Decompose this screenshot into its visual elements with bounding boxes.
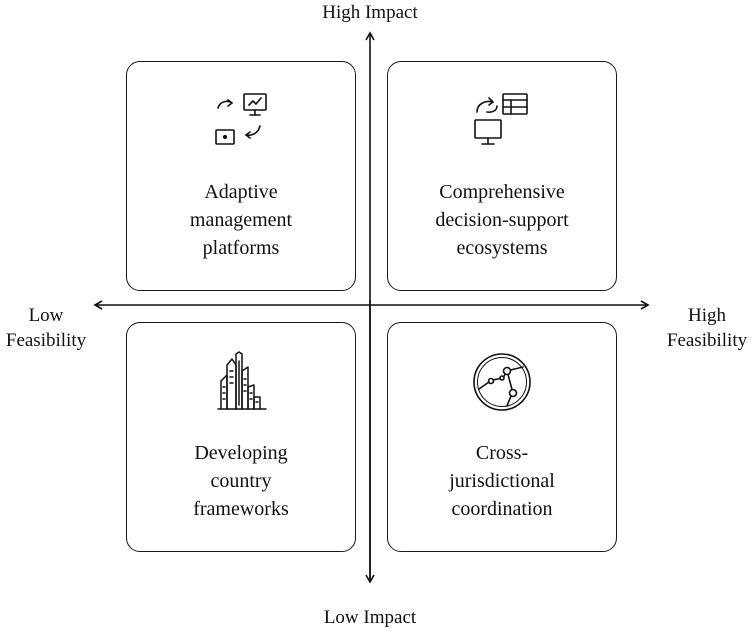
axis-label-bottom: Low Impact <box>323 607 417 628</box>
quadrant-high-impact-high-feasibility: Comprehensive decision-support ecosystem… <box>387 61 617 291</box>
axis-label-left-line1: Low <box>28 305 64 326</box>
axis-label-right-line2: Feasibility <box>666 330 748 351</box>
quadrant-low-impact-high-feasibility: Cross- jurisdictional coordination <box>387 322 617 552</box>
quadrant-label: Developing country frameworks <box>193 442 289 520</box>
axis-label-right: High Feasibility <box>660 303 754 353</box>
axis-label-left: Low Feasibility <box>0 303 92 353</box>
quadrant-label: Comprehensive decision-support ecosystem… <box>435 181 569 259</box>
quadrant-low-impact-low-feasibility: Developing country frameworks <box>126 322 356 552</box>
monitor-table-icon <box>474 93 528 145</box>
quadrant-label: Cross- jurisdictional coordination <box>449 442 555 520</box>
quadrant-high-impact-low-feasibility: Adaptive management platforms <box>126 61 356 291</box>
city-buildings-icon <box>217 351 267 410</box>
axis-label-top: High Impact <box>322 2 418 23</box>
monitor-sync-icon <box>215 93 267 145</box>
network-globe-icon <box>473 353 531 411</box>
axis-label-right-line1: High <box>688 305 726 326</box>
axis-label-left-line2: Feasibility <box>5 330 87 351</box>
quadrant-label: Adaptive management platforms <box>189 181 293 259</box>
